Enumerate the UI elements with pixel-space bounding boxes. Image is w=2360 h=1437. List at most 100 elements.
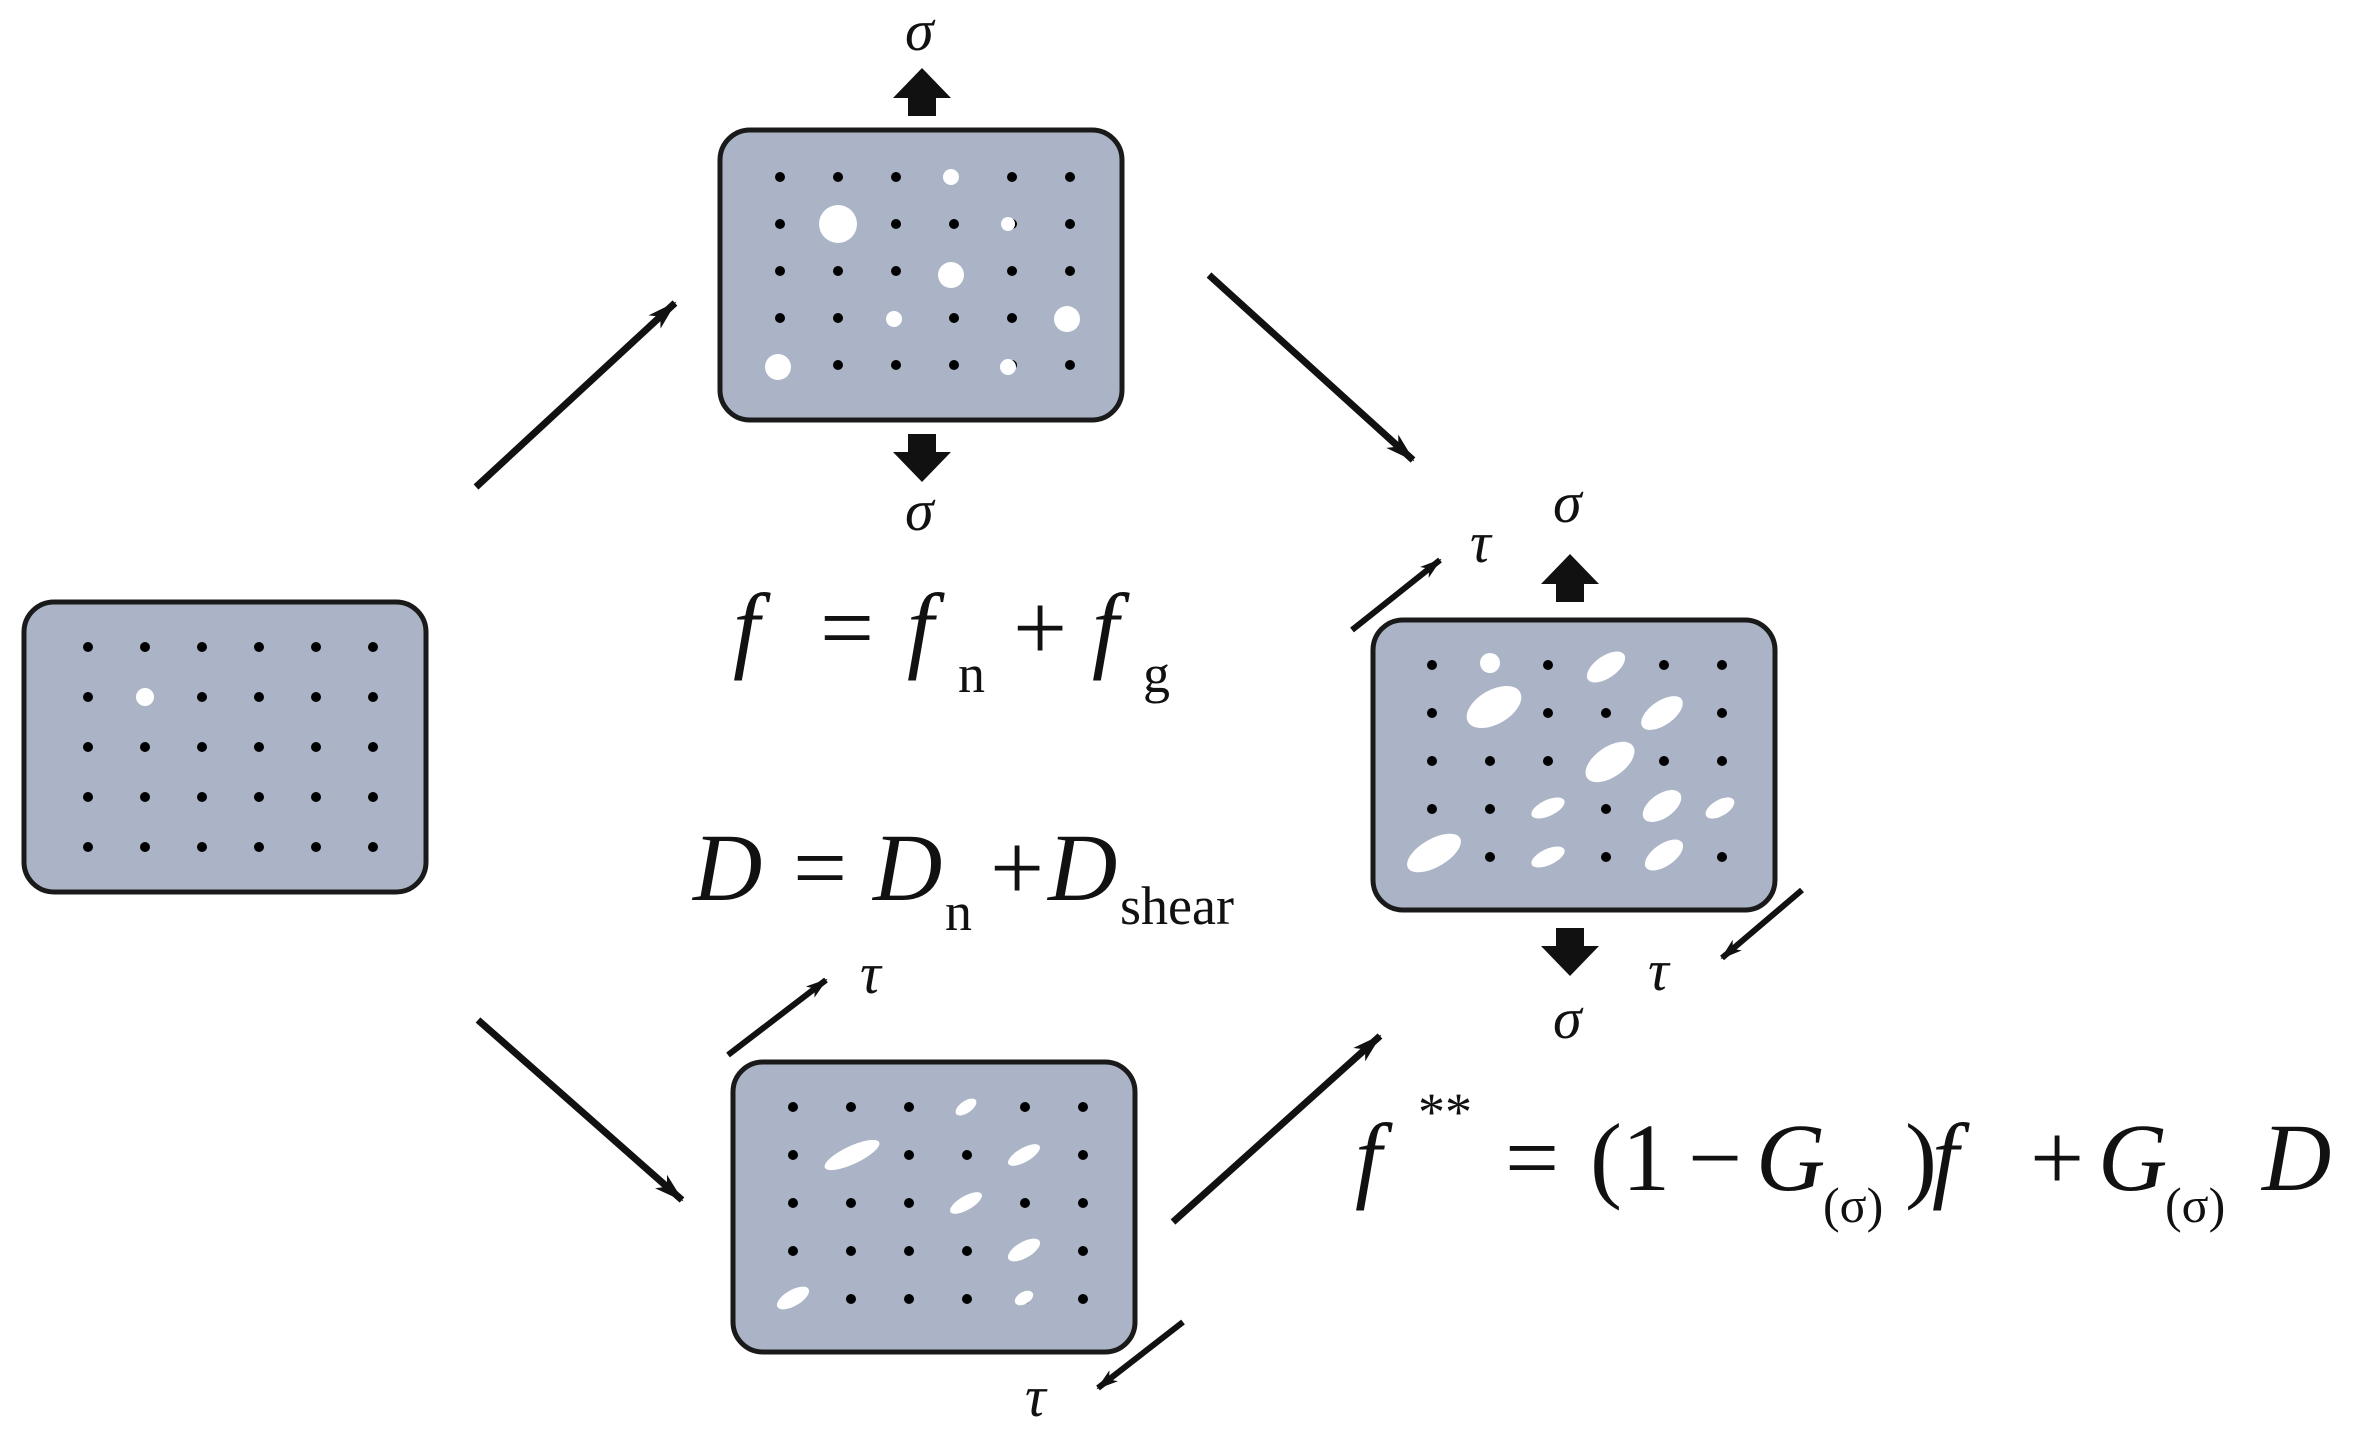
grid-dot <box>140 642 150 652</box>
grid-dot <box>1078 1150 1088 1160</box>
grid-dot <box>368 792 378 802</box>
grid-dot <box>833 266 843 276</box>
grid-dot <box>904 1294 914 1304</box>
grid-dot <box>1485 756 1495 766</box>
grid-dot <box>1601 804 1611 814</box>
svg-text:D: D <box>2260 1104 2331 1211</box>
grid-dot <box>1543 660 1553 670</box>
svg-text:G: G <box>2098 1104 2167 1211</box>
equation-void-volume: f = f n + f g <box>733 574 1170 704</box>
grid-dot <box>788 1246 798 1256</box>
svg-text:D: D <box>1046 814 1117 921</box>
dot-grid <box>83 642 378 852</box>
svg-text:=: = <box>793 814 847 921</box>
grid-dot <box>83 642 93 652</box>
grid-dot <box>311 692 321 702</box>
svg-text:−: − <box>1688 1104 1742 1211</box>
block-arrow-up-icon <box>1541 554 1599 602</box>
grid-dot <box>833 172 843 182</box>
grid-dot <box>1427 708 1437 718</box>
grid-dot <box>788 1102 798 1112</box>
grid-dot <box>83 792 93 802</box>
grid-dot <box>1065 360 1075 370</box>
grid-dot <box>368 742 378 752</box>
svg-text:D: D <box>871 814 942 921</box>
svg-text:f: f <box>907 574 945 681</box>
grid-dot <box>904 1198 914 1208</box>
grid-dot <box>140 842 150 852</box>
grid-dot <box>775 219 785 229</box>
void-markers <box>1407 651 1735 873</box>
equation-modified-void: f ** = (1 − G (σ) ) f + G (σ) D <box>1355 1082 2331 1233</box>
svg-text:): ) <box>1905 1104 1937 1211</box>
svg-text:(σ): (σ) <box>1823 1177 1883 1233</box>
grid-dot <box>1717 852 1727 862</box>
grid-dot <box>197 842 207 852</box>
grid-dot <box>197 742 207 752</box>
grid-dot <box>775 266 785 276</box>
equation-damage: D = D n + D shear <box>691 814 1234 942</box>
grid-dot <box>788 1198 798 1208</box>
sigma-label-combined-top: σ <box>1553 470 1584 535</box>
panel-shear <box>730 1059 1138 1355</box>
grid-dot <box>1020 1102 1030 1112</box>
grid-dot <box>1065 266 1075 276</box>
grid-dot <box>368 642 378 652</box>
svg-text:n: n <box>958 644 985 704</box>
grid-dot <box>1078 1294 1088 1304</box>
grid-dot <box>1007 313 1017 323</box>
grid-dot <box>949 219 959 229</box>
grid-dot <box>891 266 901 276</box>
svg-text:=: = <box>1505 1104 1559 1211</box>
grid-dot <box>1659 660 1669 670</box>
grid-dot <box>833 360 843 370</box>
grid-dot <box>311 642 321 652</box>
svg-text:f: f <box>1932 1104 1970 1211</box>
grid-dot <box>1601 708 1611 718</box>
grid-dot <box>1543 708 1553 718</box>
grid-dot <box>891 360 901 370</box>
sigma-label-bottom: σ <box>905 478 936 543</box>
block-arrow-down-icon <box>893 434 951 482</box>
svg-text:+: + <box>1013 574 1067 681</box>
grid-dot <box>1717 660 1727 670</box>
grid-dot <box>1427 660 1437 670</box>
grid-dot <box>949 360 959 370</box>
grid-dot <box>254 692 264 702</box>
grid-dot <box>788 1150 798 1160</box>
void-markers <box>136 688 154 706</box>
grid-dot <box>254 642 264 652</box>
svg-text:g: g <box>1143 644 1170 704</box>
void-markers <box>765 169 1080 380</box>
svg-text:+: + <box>990 814 1044 921</box>
grid-dot <box>368 692 378 702</box>
flow-arrow-down-right-lower <box>475 1017 685 1203</box>
flow-arrow-down-right <box>1206 272 1416 463</box>
grid-dot <box>962 1294 972 1304</box>
svg-text:+: + <box>2030 1104 2084 1211</box>
shear-arrow-combined-bottom <box>1720 887 1804 961</box>
panel-initial <box>21 599 429 895</box>
sigma-label-top: σ <box>905 0 936 63</box>
grid-dot <box>846 1246 856 1256</box>
grid-dot <box>311 842 321 852</box>
sigma-label-combined-bottom: σ <box>1553 986 1584 1051</box>
grid-dot <box>891 219 901 229</box>
grid-dot <box>368 842 378 852</box>
grid-dot <box>1078 1246 1088 1256</box>
svg-text:n: n <box>945 882 972 942</box>
shear-arrow-combined-top <box>1350 557 1442 633</box>
grid-dot <box>891 172 901 182</box>
grid-dot <box>83 692 93 702</box>
grid-dot <box>904 1102 914 1112</box>
grid-dot <box>140 742 150 752</box>
grid-dot <box>904 1150 914 1160</box>
grid-dot <box>1485 852 1495 862</box>
grid-dot <box>1007 266 1017 276</box>
grid-dot <box>775 172 785 182</box>
tau-label-combined-bottom: τ <box>1648 938 1671 1003</box>
grid-dot <box>846 1102 856 1112</box>
grid-dot <box>1065 172 1075 182</box>
grid-dot <box>962 1246 972 1256</box>
